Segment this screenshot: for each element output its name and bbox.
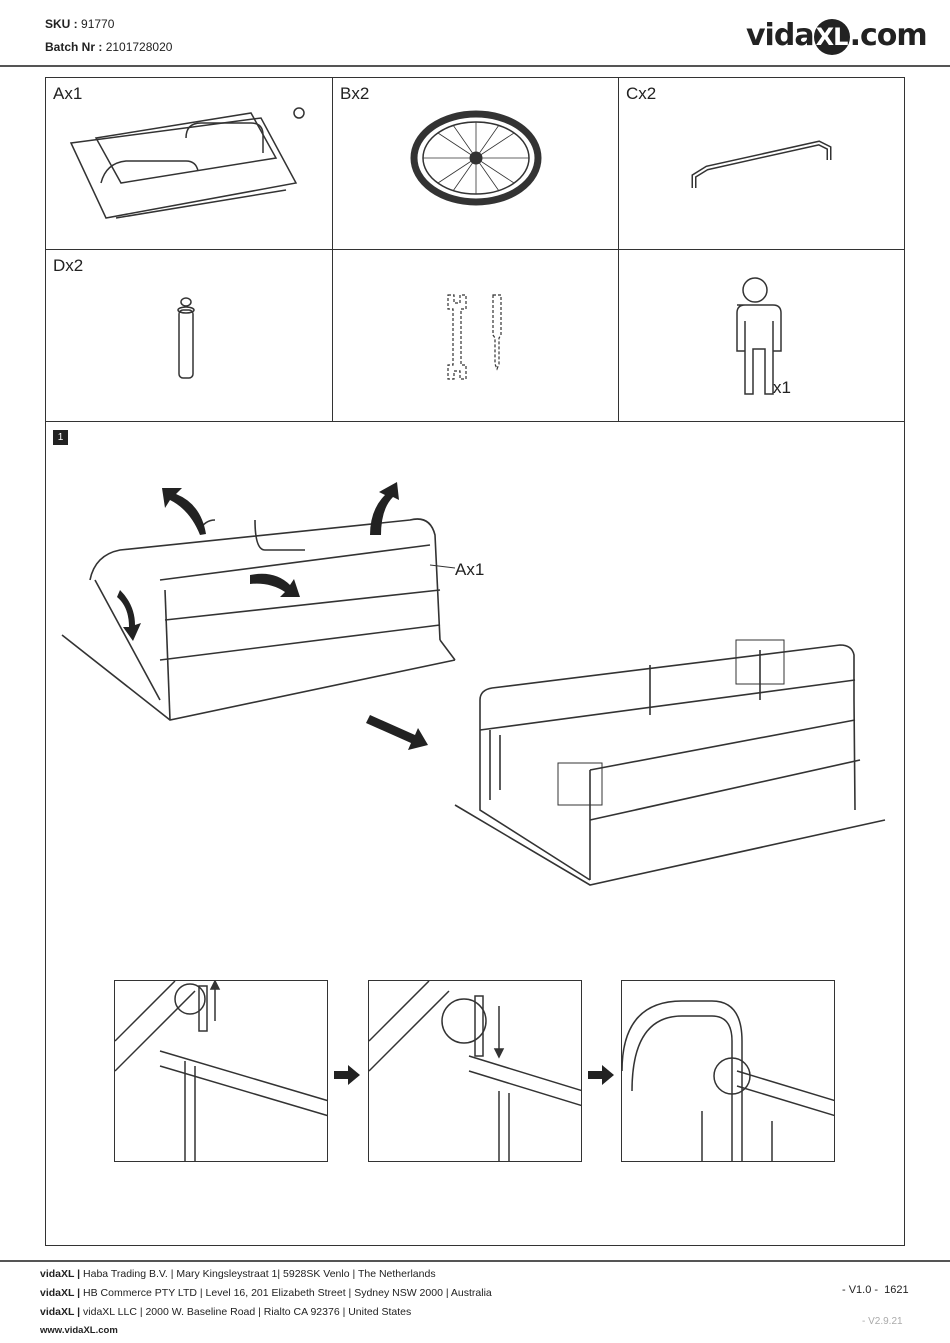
brand: vidaXL | — [40, 1268, 81, 1280]
rotation-arrows-icon — [117, 482, 428, 750]
person-cell: x1 — [619, 250, 904, 422]
batch-line: Batch Nr : 2101728020 — [45, 40, 172, 54]
detail-locked-pin-illustration — [622, 1000, 834, 1161]
part-label: Dx2 — [53, 256, 84, 275]
footer-address-au: vidaXL | HB Commerce PTY LTD | Level 16,… — [40, 1287, 492, 1299]
detail-remove-pin-illustration — [115, 981, 327, 1161]
part-label: Ax1 — [53, 84, 83, 103]
address: vidaXL LLC | 2000 W. Baseline Road | Ria… — [83, 1306, 412, 1318]
part-label: Bx2 — [340, 84, 370, 103]
part-c-cell: Cx2 — [619, 78, 904, 250]
step-callout-label: Ax1 — [455, 560, 485, 579]
step-number-badge: 1 — [53, 430, 68, 445]
batch-value: 2101728020 — [105, 40, 173, 54]
part-a-cell: Ax1 — [46, 78, 333, 250]
handle-bar-illustration — [691, 140, 832, 188]
footer-address-us: vidaXL | vidaXL LLC | 2000 W. Baseline R… — [40, 1306, 411, 1318]
brand: vidaXL | — [40, 1287, 81, 1299]
person-icon — [736, 277, 782, 395]
detail-insert-pin-illustration — [369, 981, 581, 1161]
website-link[interactable]: www.vidaXL.com — [40, 1325, 118, 1336]
sku-value: 91770 — [81, 17, 115, 31]
instructions-frame: Ax1 Bx2 Cx2 Dx2 x1 — [45, 77, 905, 1246]
sku-line: SKU : 91770 — [45, 17, 114, 31]
wheel-icon — [410, 110, 542, 206]
version-label: - V1.0 - 1621 — [842, 1284, 909, 1296]
address: Haba Trading B.V. | Mary Kingsleystraat … — [83, 1268, 436, 1280]
detail-panel-2 — [368, 980, 582, 1162]
part-d-cell: Dx2 — [46, 250, 333, 422]
sku-label: SKU : — [45, 17, 78, 31]
pin-part-illustration — [177, 297, 195, 379]
frame-part-illustration — [69, 107, 305, 219]
brand: vidaXL | — [40, 1306, 81, 1318]
footer-divider — [0, 1260, 950, 1262]
vidaxl-logo: vidaXL.com — [746, 18, 928, 55]
detail-panel-1 — [114, 980, 328, 1162]
detail-panel-3 — [621, 980, 835, 1162]
footer-address-nl: vidaXL | Haba Trading B.V. | Mary Kingsl… — [40, 1268, 436, 1280]
wrench-and-screwdriver-icon — [447, 294, 502, 380]
address: HB Commerce PTY LTD | Level 16, 201 Eliz… — [83, 1287, 492, 1299]
person-count: x1 — [773, 378, 791, 397]
part-b-cell: Bx2 — [333, 78, 619, 250]
header-divider — [0, 65, 950, 67]
part-label: Cx2 — [626, 84, 657, 103]
tools-cell — [333, 250, 619, 422]
batch-label: Batch Nr : — [45, 40, 103, 54]
doc-version-label: - V2.9.21 — [862, 1316, 903, 1327]
